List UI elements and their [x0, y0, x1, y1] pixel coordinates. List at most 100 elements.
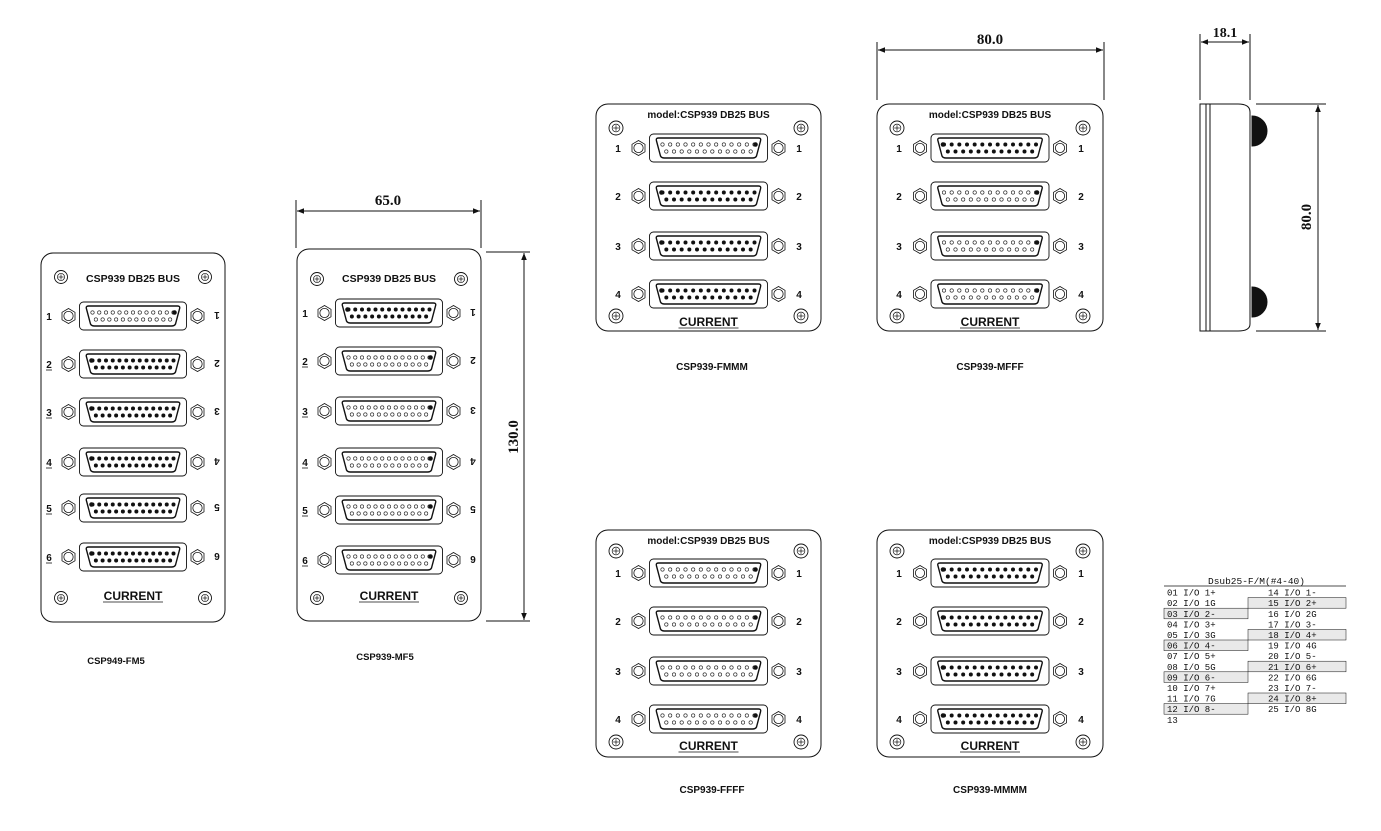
pinout-cell-right: 24 I/O 8+: [1268, 695, 1317, 705]
panel-footer: CURRENT: [961, 315, 1020, 329]
port-label-right: 4: [796, 290, 802, 301]
port-label-left: 3: [615, 242, 621, 253]
pinout-cell-left: 07 I/O 5+: [1167, 652, 1216, 662]
panel-outline: [296, 248, 482, 622]
port-label-right: 3: [1078, 242, 1084, 253]
port-label-right: 1: [796, 144, 802, 155]
port-label-right: 3: [1078, 667, 1084, 678]
panel-header: model:CSP939 DB25 BUS: [647, 110, 770, 121]
pinout-cell-left: 08 I/O 5G: [1167, 663, 1216, 673]
port-label-right: 6: [470, 553, 476, 564]
port-label-left: 2: [896, 617, 902, 628]
port-label-right: 4: [1078, 290, 1084, 301]
pinout-cell-left: 10 I/O 7+: [1167, 684, 1216, 694]
port-label-right: 4: [1078, 715, 1084, 726]
port-label-left: 4: [302, 458, 308, 469]
pinout-table: Dsub25-F/M(#4-40) 01 I/O 1+14 I/O 1-02 I…: [1163, 576, 1347, 726]
port-label-right: 2: [1078, 617, 1084, 628]
panel-footer: CURRENT: [679, 315, 738, 329]
port-label-left: 1: [615, 569, 621, 580]
dimension-side-height: [1256, 103, 1326, 332]
port-label-left: 3: [896, 242, 902, 253]
port-label-right: 1: [214, 309, 220, 320]
dimension-side-depth: [1199, 34, 1251, 100]
pinout-cell-right: 20 I/O 5-: [1268, 652, 1317, 662]
port-label-right: 4: [214, 455, 220, 466]
pinout-cell-left: 06 I/O 4-: [1167, 642, 1216, 652]
port-label-right: 5: [214, 501, 220, 512]
panel-header: CSP939 DB25 BUS: [342, 273, 436, 285]
pinout-cell-right: 21 I/O 6+: [1268, 663, 1317, 673]
port-label-left: 4: [615, 715, 621, 726]
port-label-left: 4: [896, 715, 902, 726]
pinout-cell-right: 14 I/O 1-: [1268, 589, 1317, 599]
pinout-title: Dsub25-F/M(#4-40): [1208, 576, 1305, 587]
panel-caption: CSP939-MF5: [356, 652, 414, 663]
panel-caption: CSP949-FM5: [87, 656, 145, 667]
side-view: [1199, 103, 1268, 332]
pinout-cell-right: 18 I/O 4+: [1268, 631, 1317, 641]
port-label-right: 3: [470, 404, 476, 415]
port-label-left: 1: [302, 309, 308, 320]
port-label-left: 3: [46, 408, 52, 419]
port-label-left: 2: [302, 357, 308, 368]
pinout-cell-left: 13: [1167, 716, 1178, 726]
panel-footer: CURRENT: [679, 739, 738, 753]
panel-caption: CSP939-MMMM: [953, 785, 1027, 796]
pinout-cell-right: 22 I/O 6G: [1268, 673, 1317, 683]
port-label-right: 2: [796, 192, 802, 203]
port-label-left: 4: [46, 458, 52, 469]
port-label-right: 2: [214, 357, 220, 368]
pinout-cell-right: 15 I/O 2+: [1268, 599, 1317, 609]
panel-footer: CURRENT: [961, 739, 1020, 753]
pinout-cell-right: 17 I/O 3-: [1268, 620, 1317, 630]
port-label-left: 5: [302, 506, 308, 517]
port-label-left: 6: [302, 556, 308, 567]
pinout-cell-left: 09 I/O 6-: [1167, 673, 1216, 683]
pinout-cell-right: 25 I/O 8G: [1268, 705, 1317, 715]
port-label-right: 2: [796, 617, 802, 628]
panel-footer: CURRENT: [104, 589, 163, 603]
dimension-width-65: [295, 200, 482, 248]
pinout-cell-left: 04 I/O 3+: [1167, 620, 1216, 630]
port-label-left: 1: [896, 569, 902, 580]
panel-header: model:CSP939 DB25 BUS: [929, 110, 1052, 121]
dimension-label-130: 130.0: [506, 420, 522, 454]
port-label-right: 1: [1078, 144, 1084, 155]
port-label-right: 6: [214, 550, 220, 561]
port-label-left: 3: [615, 667, 621, 678]
port-label-right: 4: [470, 455, 476, 466]
port-label-right: 1: [796, 569, 802, 580]
port-label-right: 3: [796, 667, 802, 678]
port-label-right: 2: [1078, 192, 1084, 203]
port-label-left: 2: [615, 192, 621, 203]
port-label-right: 3: [214, 405, 220, 416]
pinout-cell-left: 02 I/O 1G: [1167, 599, 1216, 609]
port-label-right: 4: [796, 715, 802, 726]
port-label-left: 3: [896, 667, 902, 678]
port-label-left: 2: [46, 360, 52, 371]
pinout-cell-left: 03 I/O 2-: [1167, 610, 1216, 620]
pinout-cell-right: 16 I/O 2G: [1268, 610, 1317, 620]
panel-header: model:CSP939 DB25 BUS: [929, 536, 1052, 547]
panel-caption: CSP939-FMMM: [676, 362, 748, 373]
pinout-cell-right: 23 I/O 7-: [1268, 684, 1317, 694]
panel-caption: CSP939-MFFF: [956, 362, 1023, 373]
dimension-label-side-height: 80.0: [1299, 204, 1315, 230]
port-label-left: 1: [46, 312, 52, 323]
port-label-right: 3: [796, 242, 802, 253]
dimension-label-65: 65.0: [375, 193, 401, 209]
pinout-cell-left: 05 I/O 3G: [1167, 631, 1216, 641]
pinout-cell-right: 19 I/O 4G: [1268, 642, 1317, 652]
dimension-label-side-depth: 18.1: [1213, 26, 1238, 41]
panel-outline: [40, 252, 226, 623]
port-label-left: 4: [896, 290, 902, 301]
panel-caption: CSP939-FFFF: [679, 785, 744, 796]
pinout-cell-left: 12 I/O 8-: [1167, 705, 1216, 715]
